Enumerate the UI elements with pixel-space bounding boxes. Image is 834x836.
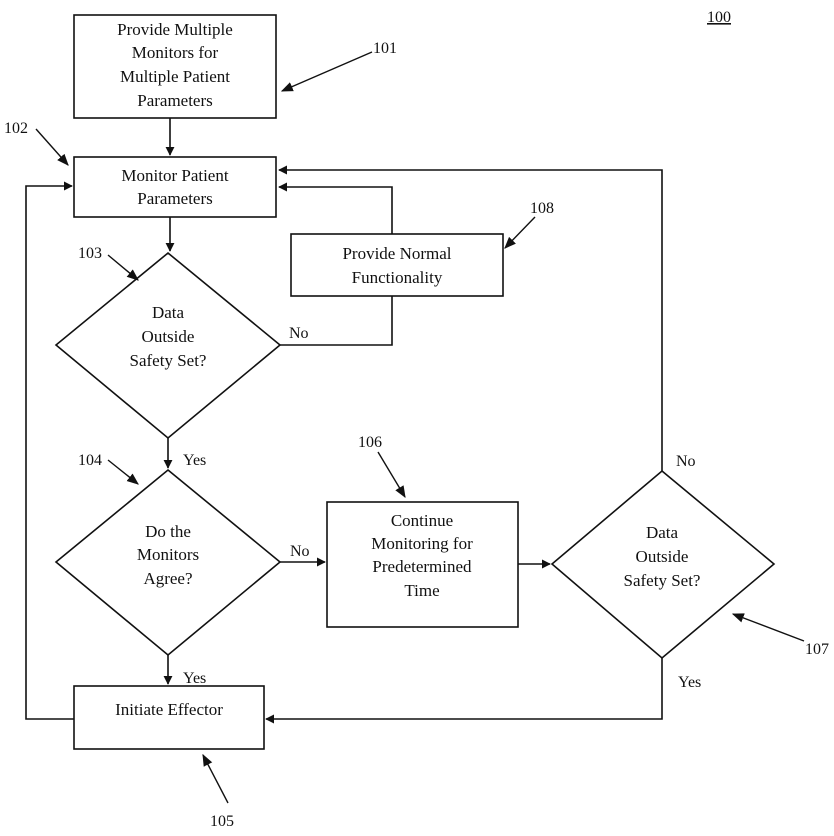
agree-yes-label: Yes (183, 670, 206, 687)
ref-103-leader (108, 255, 138, 280)
figure-ref-number: 100 (707, 9, 731, 26)
provide-monitors-line-2: Monitors for (132, 43, 219, 62)
monitors-agree-line-1: Do the (145, 522, 191, 541)
provide-monitors-line-3: Multiple Patient (120, 67, 230, 86)
monitors-agree-line-2: Monitors (137, 545, 199, 564)
ref-101-label: 101 (373, 40, 397, 57)
outside-safety-1-line-3: Safety Set? (130, 351, 207, 370)
edge-decision2-yes-to-effector (266, 658, 662, 719)
outside-safety-2-line-3: Safety Set? (624, 571, 701, 590)
outside-safety-2-line-2: Outside (636, 547, 689, 566)
monitor-parameters-line-1: Monitor Patient (121, 166, 228, 185)
outside-safety-1-line-1: Data (152, 303, 185, 322)
continue-monitoring-line-2: Monitoring for (371, 534, 473, 553)
ref-107-leader (733, 614, 804, 641)
outside-safety-2-line-1: Data (646, 523, 679, 542)
edge-decision2-no-to-monitor (279, 170, 662, 471)
normal-functionality-line-2: Functionality (352, 268, 443, 287)
ref-104-label: 104 (78, 452, 102, 469)
decision2-no-label: No (676, 453, 696, 470)
ref-105-leader (203, 755, 228, 803)
initiate-effector-label: Initiate Effector (115, 700, 223, 719)
ref-103-label: 103 (78, 245, 102, 262)
ref-105-label: 105 (210, 813, 234, 830)
decision2-yes-label: Yes (678, 674, 701, 691)
decision1-yes-label: Yes (183, 452, 206, 469)
ref-104-leader (108, 460, 138, 484)
ref-108-leader (505, 217, 535, 248)
ref-107-label: 107 (805, 641, 829, 658)
monitors-agree-line-3: Agree? (143, 569, 192, 588)
ref-101-leader (282, 52, 372, 91)
ref-108-label: 108 (530, 200, 554, 217)
decision1-no-label: No (289, 325, 309, 342)
monitor-parameters-line-2: Parameters (137, 189, 213, 208)
ref-106-label: 106 (358, 434, 382, 451)
edge-effector-loop-to-monitor (26, 186, 74, 719)
ref-102-leader (36, 129, 68, 165)
ref-106-leader (378, 452, 405, 497)
edge-normal-to-monitor (279, 187, 392, 234)
agree-no-label: No (290, 543, 310, 560)
continue-monitoring-line-1: Continue (391, 511, 453, 530)
continue-monitoring-line-3: Predetermined (372, 557, 472, 576)
provide-monitors-line-4: Parameters (137, 91, 213, 110)
continue-monitoring-line-4: Time (404, 581, 439, 600)
provide-monitors-line-1: Provide Multiple (117, 20, 233, 39)
outside-safety-1-line-2: Outside (142, 327, 195, 346)
normal-functionality-line-1: Provide Normal (342, 244, 451, 263)
ref-102-label: 102 (4, 120, 28, 137)
